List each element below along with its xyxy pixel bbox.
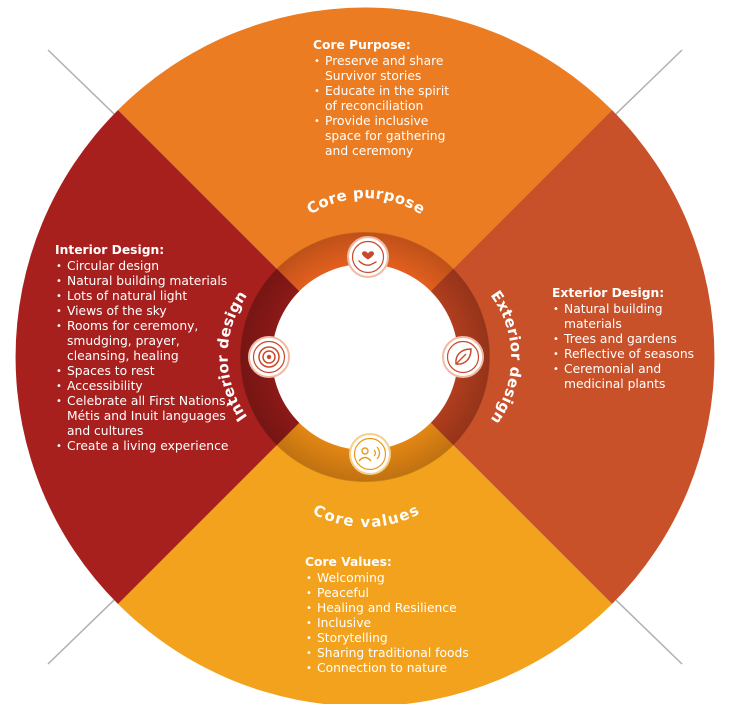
center-circle: [272, 264, 458, 450]
list-item: Natural building materials: [552, 302, 702, 332]
list-item: Natural building materials: [55, 274, 230, 289]
list-item: Views of the sky: [55, 304, 230, 319]
list-item: Provide inclusive space for gathering an…: [313, 114, 463, 159]
list-item: Storytelling: [305, 631, 475, 646]
list-item: Lots of natural light: [55, 289, 230, 304]
interior-design-title: Interior Design:: [55, 243, 165, 257]
quadrant-core-values: [118, 357, 612, 704]
list-item: Welcoming: [305, 571, 475, 586]
quadrant-exterior-design: [365, 110, 715, 604]
list-item: Trees and gardens: [552, 332, 702, 347]
list-item: Circular design: [55, 259, 230, 274]
exterior-design-list: Natural building materials Trees and gar…: [552, 302, 702, 392]
exterior-design-title: Exterior Design:: [552, 286, 665, 300]
core-values-list: Welcoming Peaceful Healing and Resilienc…: [305, 571, 475, 676]
person-speaking-icon: [349, 433, 391, 475]
list-item: Rooms for ceremony, smudging, prayer, cl…: [55, 319, 230, 364]
exterior-design-panel: Exterior Design: Natural building materi…: [552, 286, 702, 392]
interior-design-list: Circular design Natural building materia…: [55, 259, 230, 454]
list-item: Inclusive: [305, 616, 475, 631]
core-values-title: Core Values:: [305, 555, 392, 569]
list-item: Accessibility: [55, 379, 230, 394]
core-purpose-panel: Core Purpose: Preserve and share Survivo…: [313, 38, 463, 159]
interior-design-panel: Interior Design: Circular design Natural…: [55, 243, 230, 454]
core-purpose-title: Core Purpose:: [313, 38, 411, 52]
list-item: Preserve and share Survivor stories: [313, 54, 463, 84]
quadrant-core-purpose: [118, 7, 612, 357]
core-purpose-list: Preserve and share Survivor stories Educ…: [313, 54, 463, 159]
core-values-panel: Core Values: Welcoming Peaceful Healing …: [305, 555, 475, 676]
list-item: Peaceful: [305, 586, 475, 601]
heart-in-hand-icon: [347, 236, 389, 278]
list-item: Reflective of seasons: [552, 347, 702, 362]
list-item: Educate in the spirit of reconciliation: [313, 84, 463, 114]
list-item: Create a living experience: [55, 439, 230, 454]
list-item: Celebrate all First Nations, Métis and I…: [55, 394, 230, 439]
leaf-icon: [442, 336, 484, 378]
list-item: Healing and Resilience: [305, 601, 475, 616]
list-item: Ceremonial and medicinal plants: [552, 362, 702, 392]
list-item: Sharing traditional foods: [305, 646, 475, 661]
list-item: Connection to nature: [305, 661, 475, 676]
list-item: Spaces to rest: [55, 364, 230, 379]
concentric-circles-icon: [248, 336, 290, 378]
